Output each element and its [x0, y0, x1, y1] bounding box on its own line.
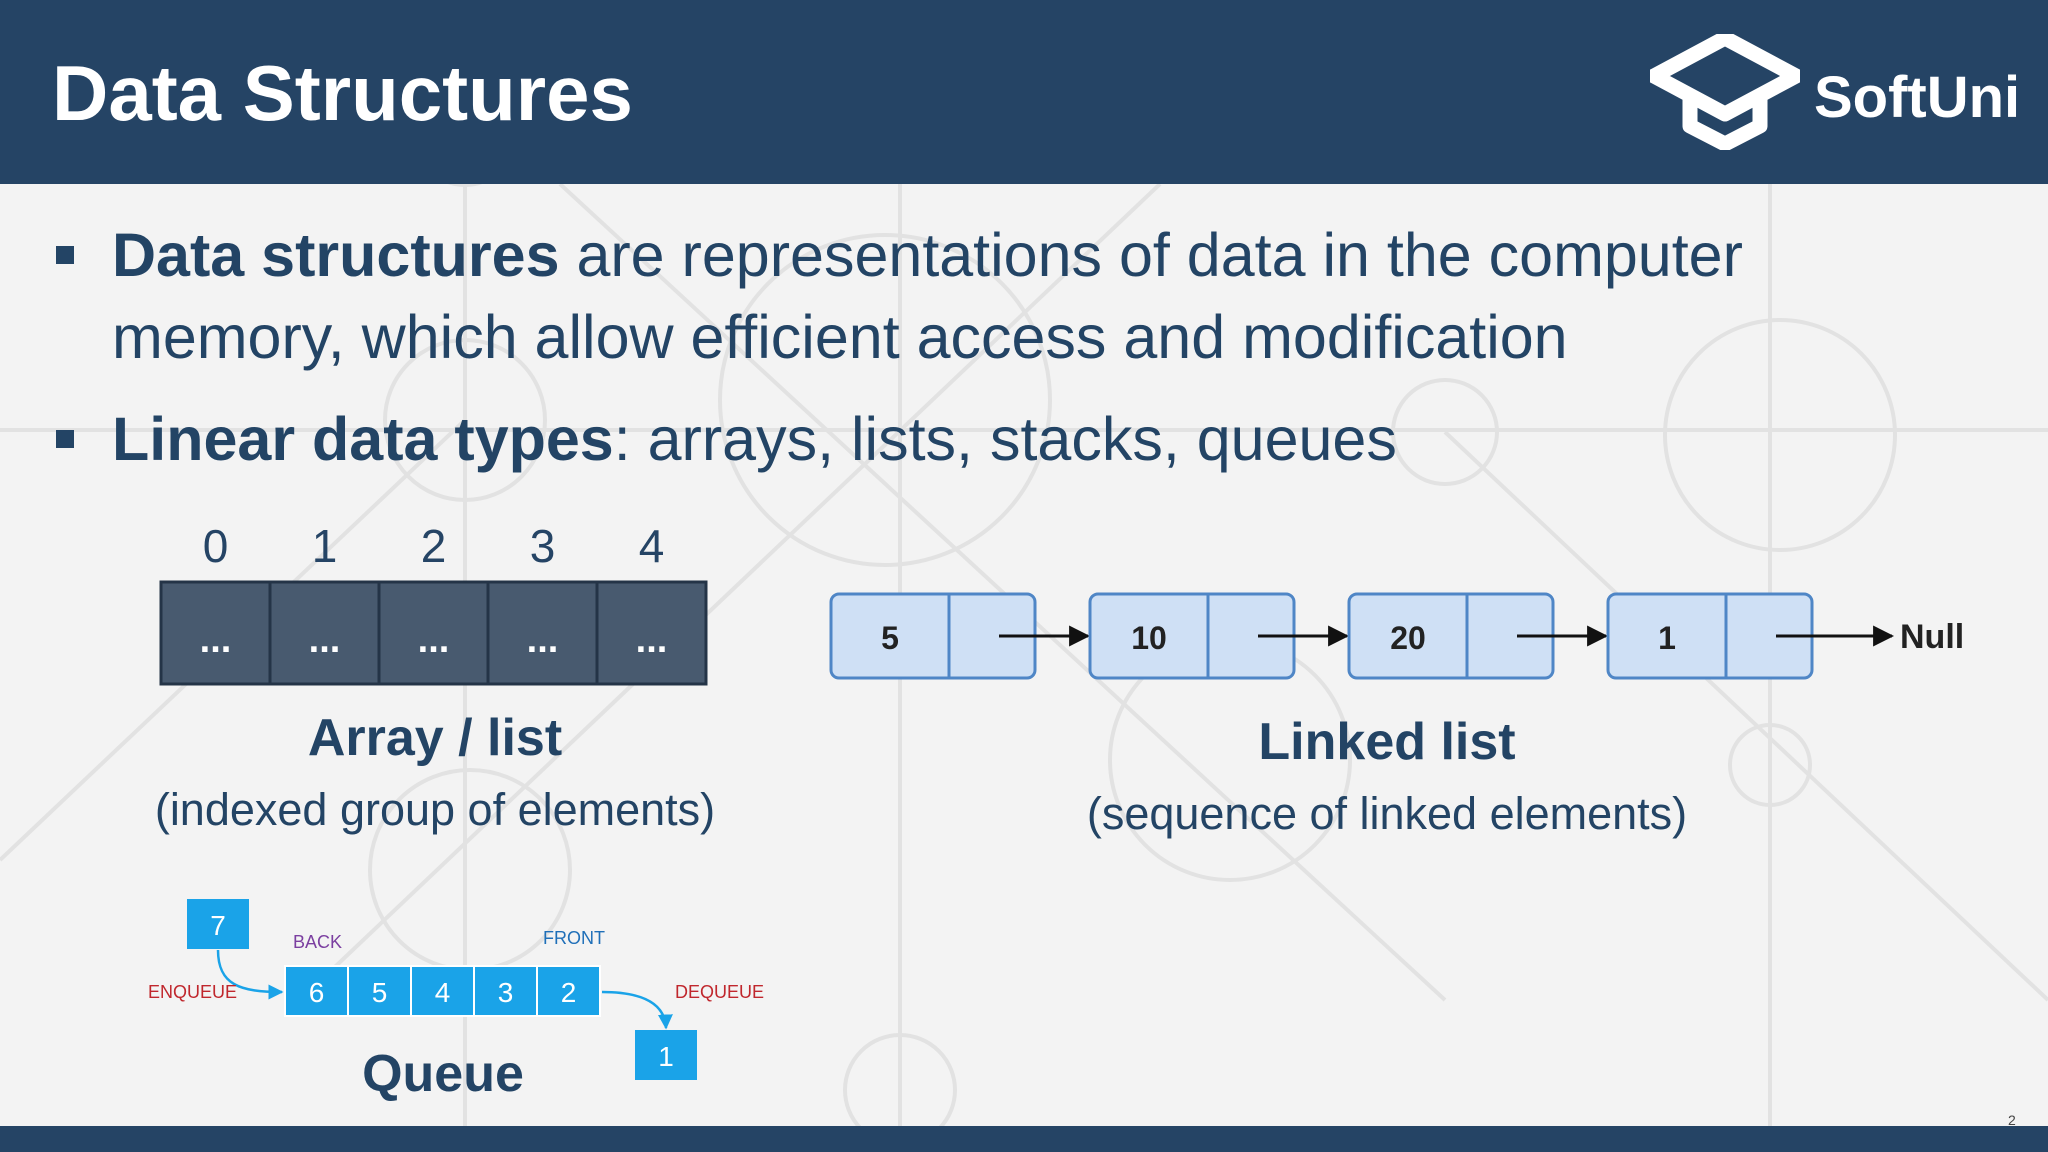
array-cell-value: ...	[418, 619, 450, 661]
linked-list-node-value: 20	[1390, 620, 1426, 656]
bullet-text: Data structures are representations of d…	[112, 214, 1932, 378]
queue-incoming-element	[187, 899, 249, 949]
queue-element-value: 5	[372, 977, 388, 1008]
array-cell-value: ...	[636, 619, 668, 661]
array-caption: Array / list	[307, 709, 563, 767]
bullet-text: Linear data types: arrays, lists, stacks…	[112, 398, 1932, 480]
array-index-label: 1	[312, 520, 338, 572]
linked-list-subcaption: (sequence of linked elements)	[1086, 788, 1688, 839]
linked-list-node-value: 1	[1658, 620, 1676, 656]
queue-element-value: 3	[498, 977, 514, 1008]
queue-outgoing-value: 1	[658, 1041, 674, 1072]
logo-text: SoftUni	[1814, 65, 2021, 130]
page-number: 2	[2008, 1112, 2016, 1128]
front-label: FRONT	[543, 928, 605, 948]
null-terminator: Null	[1900, 618, 1964, 656]
queue-element	[284, 965, 349, 1017]
queue-outgoing-element	[635, 1030, 697, 1080]
queue-element	[347, 965, 412, 1017]
array-cell	[595, 580, 708, 686]
queue-incoming-value: 7	[210, 910, 226, 941]
array-cell-value: ...	[527, 619, 559, 661]
array-index-label: 0	[203, 520, 229, 572]
bullet-description: : arrays, lists, stacks, queues	[613, 405, 1397, 473]
bullet-description: are representations of data in the compu…	[112, 221, 1743, 371]
bullet-bold-term: Data structures	[112, 221, 560, 289]
enqueue-label: ENQUEUE	[148, 982, 237, 1002]
softuni-logo: SoftUni	[1650, 34, 2020, 150]
array-index-label: 2	[421, 520, 447, 572]
bullet-marker	[56, 430, 74, 448]
array-index-label: 4	[639, 520, 665, 572]
array-cell	[486, 580, 599, 686]
array-index-label: 3	[530, 520, 556, 572]
queue-element-value: 6	[309, 977, 325, 1008]
array-cell	[159, 580, 272, 686]
array-cell	[268, 580, 381, 686]
queue-element-value: 4	[435, 977, 451, 1008]
linked-list-node-value: 10	[1131, 620, 1167, 656]
linked-list-node-value: 5	[881, 620, 899, 656]
graduation-cap-icon	[1650, 34, 1800, 150]
queue-element	[473, 965, 538, 1017]
queue-element-value: 2	[561, 977, 577, 1008]
linked-list-caption: Linked list	[1258, 713, 1516, 771]
array-cell-value: ...	[309, 619, 341, 661]
back-label: BACK	[293, 932, 342, 952]
dequeue-label: DEQUEUE	[675, 982, 764, 1002]
bullet-marker	[56, 246, 74, 264]
footer-bar	[0, 1126, 2048, 1152]
dequeue-arrow	[601, 990, 673, 1030]
bullet-bold-term: Linear data types	[112, 405, 614, 473]
title-bar: Data Structures SoftUni	[0, 0, 2048, 184]
queue-caption: Queue	[362, 1045, 524, 1103]
queue-element	[410, 965, 475, 1017]
enqueue-arrow	[216, 949, 284, 1000]
slide-title: Data Structures	[52, 49, 633, 137]
queue-element	[536, 965, 601, 1017]
array-cell	[377, 580, 490, 686]
array-subcaption: (indexed group of elements)	[154, 784, 716, 835]
array-cell-value: ...	[200, 619, 232, 661]
